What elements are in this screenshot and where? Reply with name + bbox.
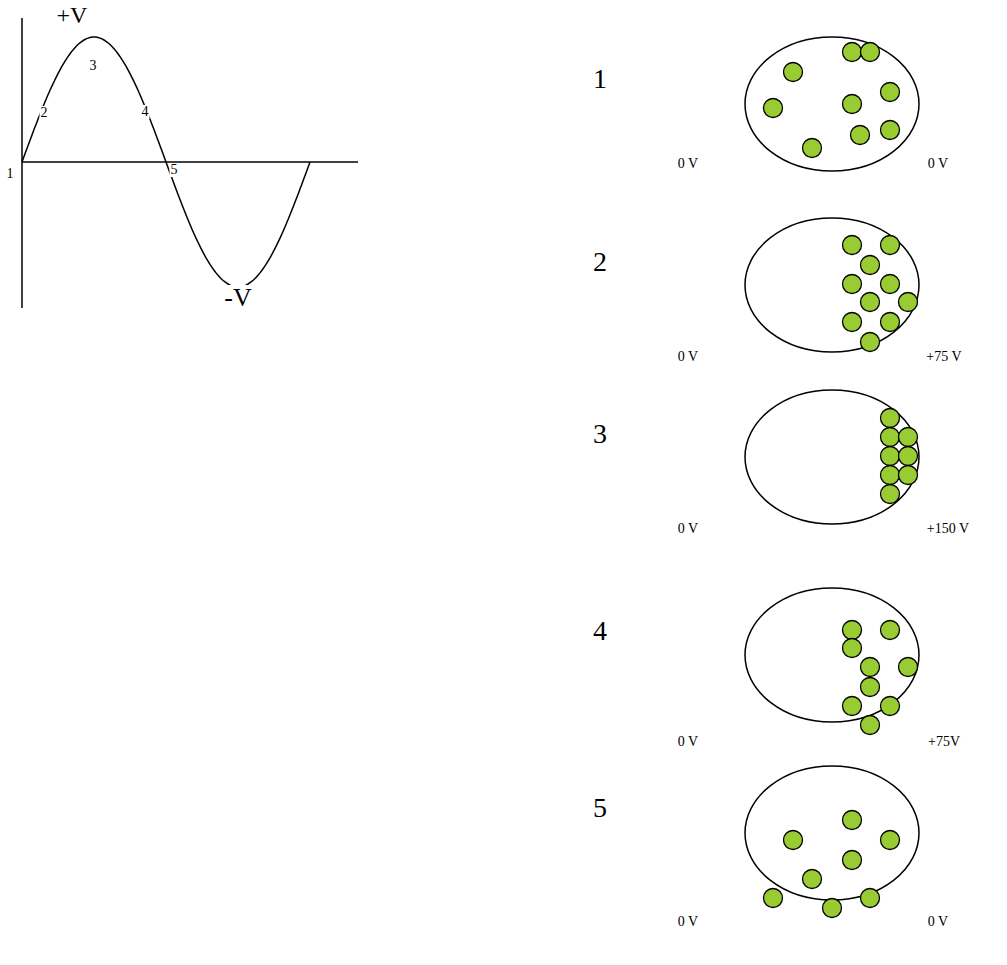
point-number: 5: [170, 163, 179, 177]
particle: [881, 313, 900, 332]
particle: [881, 697, 900, 716]
particle: [899, 428, 918, 447]
sine-wave: [22, 37, 310, 287]
point-number: 3: [89, 59, 98, 73]
cell-outline: [745, 37, 919, 171]
particle: [764, 99, 783, 118]
particle: [899, 293, 918, 312]
point-number: 4: [141, 105, 150, 119]
voltage-label: +150 V: [926, 522, 970, 536]
stage-number: 3: [592, 420, 608, 448]
particle: [861, 889, 880, 908]
particle: [899, 466, 918, 485]
point-number: 2: [40, 106, 49, 120]
particle: [861, 678, 880, 697]
particle: [881, 275, 900, 294]
voltage-label: 0 V: [927, 157, 949, 171]
particle: [843, 43, 862, 62]
stage-number: 5: [592, 794, 608, 822]
particle: [861, 256, 880, 275]
particle: [861, 293, 880, 312]
stage-number: 2: [592, 248, 608, 276]
particle: [823, 899, 842, 918]
particle: [843, 811, 862, 830]
voltage-label: 0 V: [677, 350, 699, 364]
particle: [851, 126, 870, 145]
particle: [881, 831, 900, 850]
particle: [803, 870, 822, 889]
particle: [861, 658, 880, 677]
particle: [881, 447, 900, 466]
voltage-label: +75V: [927, 735, 961, 749]
particle: [861, 43, 880, 62]
particle: [881, 121, 900, 140]
stage-number: 1: [592, 65, 608, 93]
cell-group: [745, 37, 919, 918]
particle: [843, 95, 862, 114]
particle: [861, 333, 880, 352]
particle: [843, 851, 862, 870]
particle: [881, 466, 900, 485]
cell-outline: [745, 588, 919, 722]
particle: [861, 716, 880, 735]
voltage-label: 0 V: [677, 915, 699, 929]
voltage-label: 0 V: [677, 735, 699, 749]
particle: [899, 447, 918, 466]
particle: [881, 236, 900, 255]
trough-label: -V: [223, 285, 252, 311]
particle: [784, 63, 803, 82]
particle: [843, 697, 862, 716]
particle: [881, 409, 900, 428]
particle: [881, 428, 900, 447]
particle: [803, 139, 822, 158]
particle: [899, 658, 918, 677]
point-number: 1: [6, 167, 15, 181]
particle: [843, 236, 862, 255]
particle: [843, 621, 862, 640]
peak-label: +V: [56, 3, 89, 27]
cell-outline: [745, 766, 919, 900]
cell-outline: [745, 218, 919, 352]
particle: [784, 831, 803, 850]
y-axis: [21, 18, 23, 308]
x-axis: [22, 161, 358, 163]
particle: [881, 485, 900, 504]
particle: [843, 313, 862, 332]
voltage-label: 0 V: [927, 915, 949, 929]
particle: [843, 275, 862, 294]
voltage-label: 0 V: [677, 157, 699, 171]
particle: [881, 621, 900, 640]
particle: [881, 83, 900, 102]
particle: [764, 889, 783, 908]
voltage-label: 0 V: [677, 522, 699, 536]
cell-outline: [745, 390, 919, 524]
particle: [843, 639, 862, 658]
voltage-label: +75 V: [925, 350, 962, 364]
stage-number: 4: [592, 617, 608, 645]
